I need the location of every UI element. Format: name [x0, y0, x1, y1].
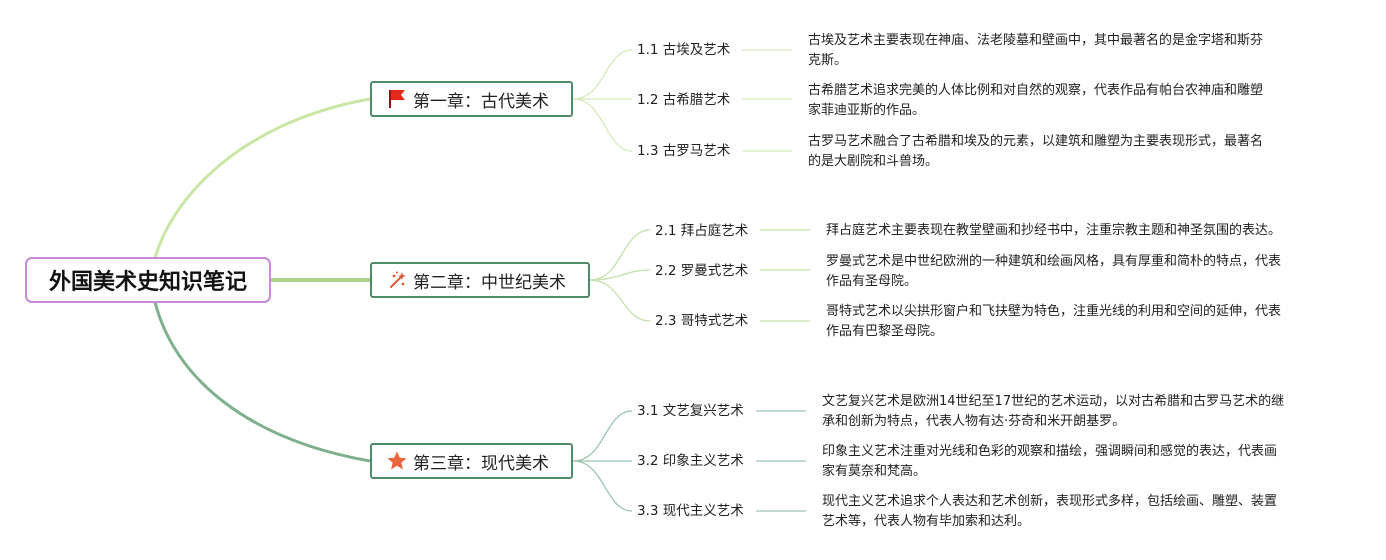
chapter-title-3: 第三章：现代美术: [413, 453, 549, 474]
desc-line: 的是大剧院和斗兽场。: [808, 154, 939, 169]
chapter-node-3[interactable]: 第三章：现代美术: [370, 443, 573, 479]
branch-line-3: [153, 301, 371, 463]
sub-line-1-3: [572, 98, 633, 152]
sub-line-3-3: [572, 460, 633, 512]
topic-desc-1-1: 古埃及艺术主要表现在神庙、法老陵墓和壁画中，其中最著名的是金字塔和斯芬 克斯。: [808, 31, 1328, 71]
topic-desc-2-1: 拜占庭艺术主要表现在教堂壁画和抄经书中，注重宗教主题和神圣氛围的表达。: [826, 221, 1366, 241]
chapter-node-1[interactable]: 第一章：古代美术: [370, 81, 573, 117]
topic-desc-2-3: 哥特式艺术以尖拱形窗户和飞扶壁为特色，注重光线的利用和空间的延伸，代表 作品有巴…: [826, 302, 1366, 342]
red-flag-icon: [386, 88, 408, 110]
desc-line: 古埃及艺术主要表现在神庙、法老陵墓和壁画中，其中最著名的是金字塔和斯芬: [808, 33, 1264, 48]
desc-line: 家菲迪亚斯的作品。: [808, 103, 926, 118]
sub-line-2-2: [589, 269, 651, 281]
desc-line: 古罗马艺术融合了古希腊和埃及的元素，以建筑和雕塑为主要表现形式，最著名: [808, 134, 1264, 149]
sparkle-icon: [386, 269, 408, 291]
root-node[interactable]: 外国美术史知识笔记: [25, 257, 271, 303]
sub-line-2-1: [589, 229, 651, 281]
desc-line: 印象主义艺术注重对光线和色彩的观察和描绘，强调瞬间和感觉的表达，代表画: [822, 444, 1278, 459]
desc-line: 承和创新为特点，代表人物有达·芬奇和米开朗基罗。: [822, 414, 1126, 429]
topic-2-3[interactable]: 2.3 哥特式艺术: [655, 313, 749, 329]
sub-line-1-1: [572, 49, 633, 100]
desc-line: 家有莫奈和梵高。: [822, 464, 927, 479]
desc-line: 罗曼式艺术是中世纪欧洲的一种建筑和绘画风格，具有厚重和简朴的特点，代表: [826, 254, 1282, 269]
desc-line: 古希腊艺术追求完美的人体比例和对自然的观察，代表作品有帕台农神庙和雕塑: [808, 83, 1264, 98]
sub-line-3-1: [572, 410, 633, 462]
chapter-title-1: 第一章：古代美术: [413, 91, 549, 112]
topic-desc-3-3: 现代主义艺术追求个人表达和艺术创新，表现形式多样，包括绘画、雕塑、装置 艺术等，…: [822, 492, 1352, 532]
topic-desc-1-3: 古罗马艺术融合了古希腊和埃及的元素，以建筑和雕塑为主要表现形式，最著名 的是大剧…: [808, 132, 1328, 172]
root-title: 外国美术史知识笔记: [48, 270, 247, 295]
desc-line: 拜占庭艺术主要表现在教堂壁画和抄经书中，注重宗教主题和神圣氛围的表达。: [826, 223, 1282, 238]
desc-line: 现代主义艺术追求个人表达和艺术创新，表现形式多样，包括绘画、雕塑、装置: [822, 494, 1278, 509]
topic-3-1[interactable]: 3.1 文艺复兴艺术: [637, 403, 744, 419]
desc-line: 作品有圣母院。: [826, 274, 918, 289]
topic-1-1[interactable]: 1.1 古埃及艺术: [637, 42, 731, 58]
topic-2-1[interactable]: 2.1 拜占庭艺术: [655, 223, 749, 239]
topic-desc-2-2: 罗曼式艺术是中世纪欧洲的一种建筑和绘画风格，具有厚重和简朴的特点，代表 作品有圣…: [826, 252, 1366, 292]
star-icon: [386, 450, 408, 472]
topic-desc-3-2: 印象主义艺术注重对光线和色彩的观察和描绘，强调瞬间和感觉的表达，代表画 家有莫奈…: [822, 442, 1352, 482]
desc-line: 哥特式艺术以尖拱形窗户和飞扶壁为特色，注重光线的利用和空间的延伸，代表: [826, 304, 1282, 319]
desc-line: 文艺复兴艺术是欧洲14世纪至17世纪的艺术运动，以对古希腊和古罗马艺术的继: [822, 394, 1285, 409]
chapter-node-2[interactable]: 第二章：中世纪美术: [370, 262, 590, 298]
sub-line-2-3: [589, 279, 651, 322]
branch-line-1: [153, 97, 371, 259]
topic-1-3[interactable]: 1.3 古罗马艺术: [637, 143, 731, 159]
topic-desc-1-2: 古希腊艺术追求完美的人体比例和对自然的观察，代表作品有帕台农神庙和雕塑 家菲迪亚…: [808, 81, 1328, 121]
chapter-title-2: 第二章：中世纪美术: [413, 272, 566, 293]
desc-line: 克斯。: [808, 53, 848, 68]
topic-3-2[interactable]: 3.2 印象主义艺术: [637, 453, 744, 469]
topic-2-2[interactable]: 2.2 罗曼式艺术: [655, 263, 749, 279]
desc-line: 作品有巴黎圣母院。: [826, 324, 944, 339]
topic-desc-3-1: 文艺复兴艺术是欧洲14世纪至17世纪的艺术运动，以对古希腊和古罗马艺术的继 承和…: [822, 392, 1352, 432]
desc-line: 艺术等，代表人物有毕加索和达利。: [822, 514, 1031, 529]
topic-1-2[interactable]: 1.2 古希腊艺术: [637, 92, 731, 108]
topic-3-3[interactable]: 3.3 现代主义艺术: [637, 503, 744, 519]
